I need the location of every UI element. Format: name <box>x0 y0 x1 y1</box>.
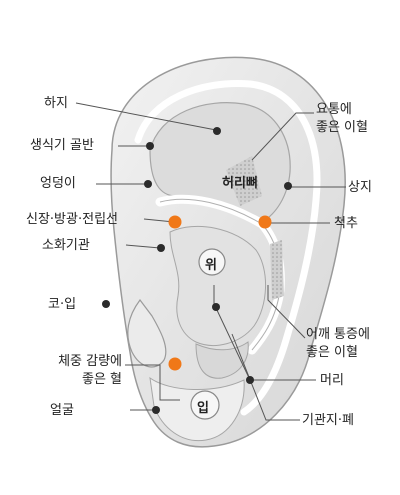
label-chejung: 체중 감량에 좋은 혈 <box>34 353 122 389</box>
dot-ko-ip <box>102 300 110 308</box>
lower-concha <box>169 225 266 346</box>
label-meori: 머리 <box>320 373 344 388</box>
label-haji: 하지 <box>44 96 68 111</box>
label-eongdeongi: 엉덩이 <box>40 176 76 191</box>
wi-circle <box>198 248 226 276</box>
label-yotong: 요통에 좋은 이혈 <box>316 101 368 137</box>
dot-saengsik <box>146 142 154 150</box>
label-saengsik: 생식기 골반 <box>30 138 94 153</box>
label-gigwan: 기관지·폐 <box>302 413 354 428</box>
lumbar-hatch <box>226 156 262 206</box>
label-wi: 위 <box>205 258 217 273</box>
label-eokkae: 어깨 통증에 좋은 이혈 <box>306 326 370 362</box>
acupoint-sinjang <box>168 215 182 229</box>
dot-sohwa <box>157 244 165 252</box>
label-chejung-line2: 좋은 혈 <box>81 372 122 387</box>
dot-eongdeongi <box>144 180 152 188</box>
label-sangji: 상지 <box>348 180 372 195</box>
helix-rim <box>134 80 321 416</box>
dot-meori <box>246 376 254 384</box>
label-sinjang: 신장·방광·전립선 <box>26 212 118 227</box>
label-ip: 입 <box>197 401 209 416</box>
cervical-hatch <box>270 240 284 300</box>
label-sohwa: 소화기관 <box>42 238 90 253</box>
ip-circle <box>190 390 220 420</box>
dot-sangji <box>284 182 292 190</box>
label-chejung-line1: 체중 감량에 <box>58 354 122 369</box>
label-heori: 허리뼈 <box>222 176 258 191</box>
label-yotong-line2: 좋은 이혈 <box>316 120 368 135</box>
acupoint-chejung <box>168 357 182 371</box>
label-yotong-line1: 요통에 <box>316 102 352 117</box>
label-eokkae-line1: 어깨 통증에 <box>306 327 370 342</box>
dot-eolgul <box>152 406 160 414</box>
acupoints <box>168 215 272 371</box>
tragus <box>127 298 167 368</box>
dot-haji <box>213 127 221 135</box>
label-cheokchu: 척추 <box>334 216 358 231</box>
point-dots <box>102 127 292 414</box>
leader-lines <box>75 102 346 421</box>
label-eolgul: 얼굴 <box>50 403 74 418</box>
label-eokkae-line2: 좋은 이혈 <box>306 345 358 360</box>
label-ko-ip: 코·입 <box>48 297 77 312</box>
acupoint-cheokchu <box>258 215 272 229</box>
dot-gigwan <box>212 303 220 311</box>
